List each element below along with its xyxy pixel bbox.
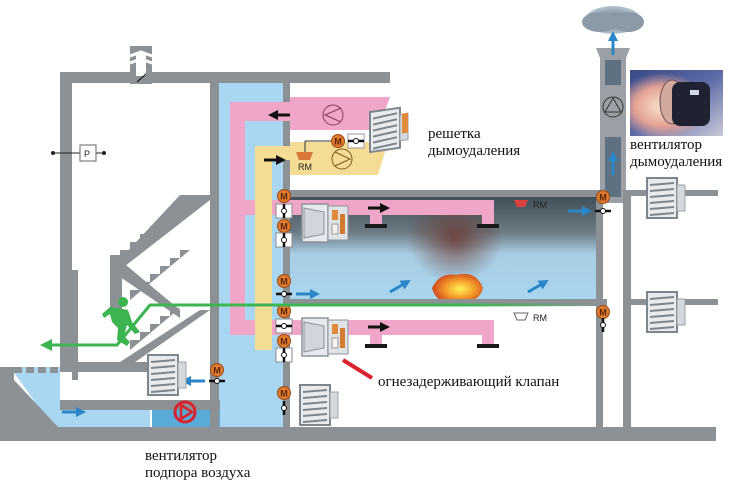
- fire-damper-pointer: [341, 358, 374, 380]
- smoke-grille-label: решетка дымоудаления: [428, 126, 520, 160]
- grille-stair: [147, 354, 187, 396]
- supply-fan-symbol-upper: [331, 148, 353, 170]
- staircase: [72, 195, 210, 380]
- fire-damper-label: огнезадерживающий клапан: [378, 374, 560, 390]
- supply-fan-icon: [173, 400, 197, 424]
- smoke-grille-image: [368, 105, 410, 154]
- smoke-grille-label-line1: решетка: [428, 126, 481, 142]
- smoke-detector-icon: [296, 152, 313, 160]
- supply-fan-label: вентилятор подпора воздуха: [145, 448, 250, 482]
- fire-damper-lower: [301, 317, 349, 357]
- supply-air-duct: [255, 142, 388, 350]
- roof-vent-damper-icon: [136, 73, 147, 83]
- grille-right-upper: [646, 177, 686, 219]
- exhaust-fan-symbol: [322, 104, 344, 126]
- smoke-fan-photo: [630, 70, 723, 136]
- smoke-fan-label-line1: вентилятор: [630, 137, 703, 153]
- rm-label-lower: RM: [533, 313, 547, 323]
- pressure-sensor-label: P: [84, 149, 90, 159]
- fire-damper-upper: [301, 203, 349, 243]
- rm-label-ahu: RM: [298, 162, 312, 172]
- running-person-icon: [102, 297, 140, 346]
- grille-right-lower: [646, 291, 686, 333]
- supply-fan-label-line1: вентилятор: [145, 448, 218, 464]
- supply-fan-label-line2: подпора воздуха: [145, 465, 251, 481]
- pressure-sensor-box: [79, 144, 97, 162]
- fire-icon: [432, 273, 483, 304]
- smoke-fan-label: вентилятор дымоудаления: [630, 137, 722, 171]
- escape-arrow-icon: [40, 339, 52, 351]
- smoke-plume: [407, 193, 503, 283]
- rm-label-fire-room: RM: [533, 200, 547, 210]
- smoke-fan-label-line2: дымоудаления: [630, 154, 723, 170]
- grille-shaft-lower: [299, 384, 339, 426]
- smoke-grille-label-line2: дымоудаления: [428, 143, 521, 159]
- pressurisation-shaft: [218, 82, 284, 437]
